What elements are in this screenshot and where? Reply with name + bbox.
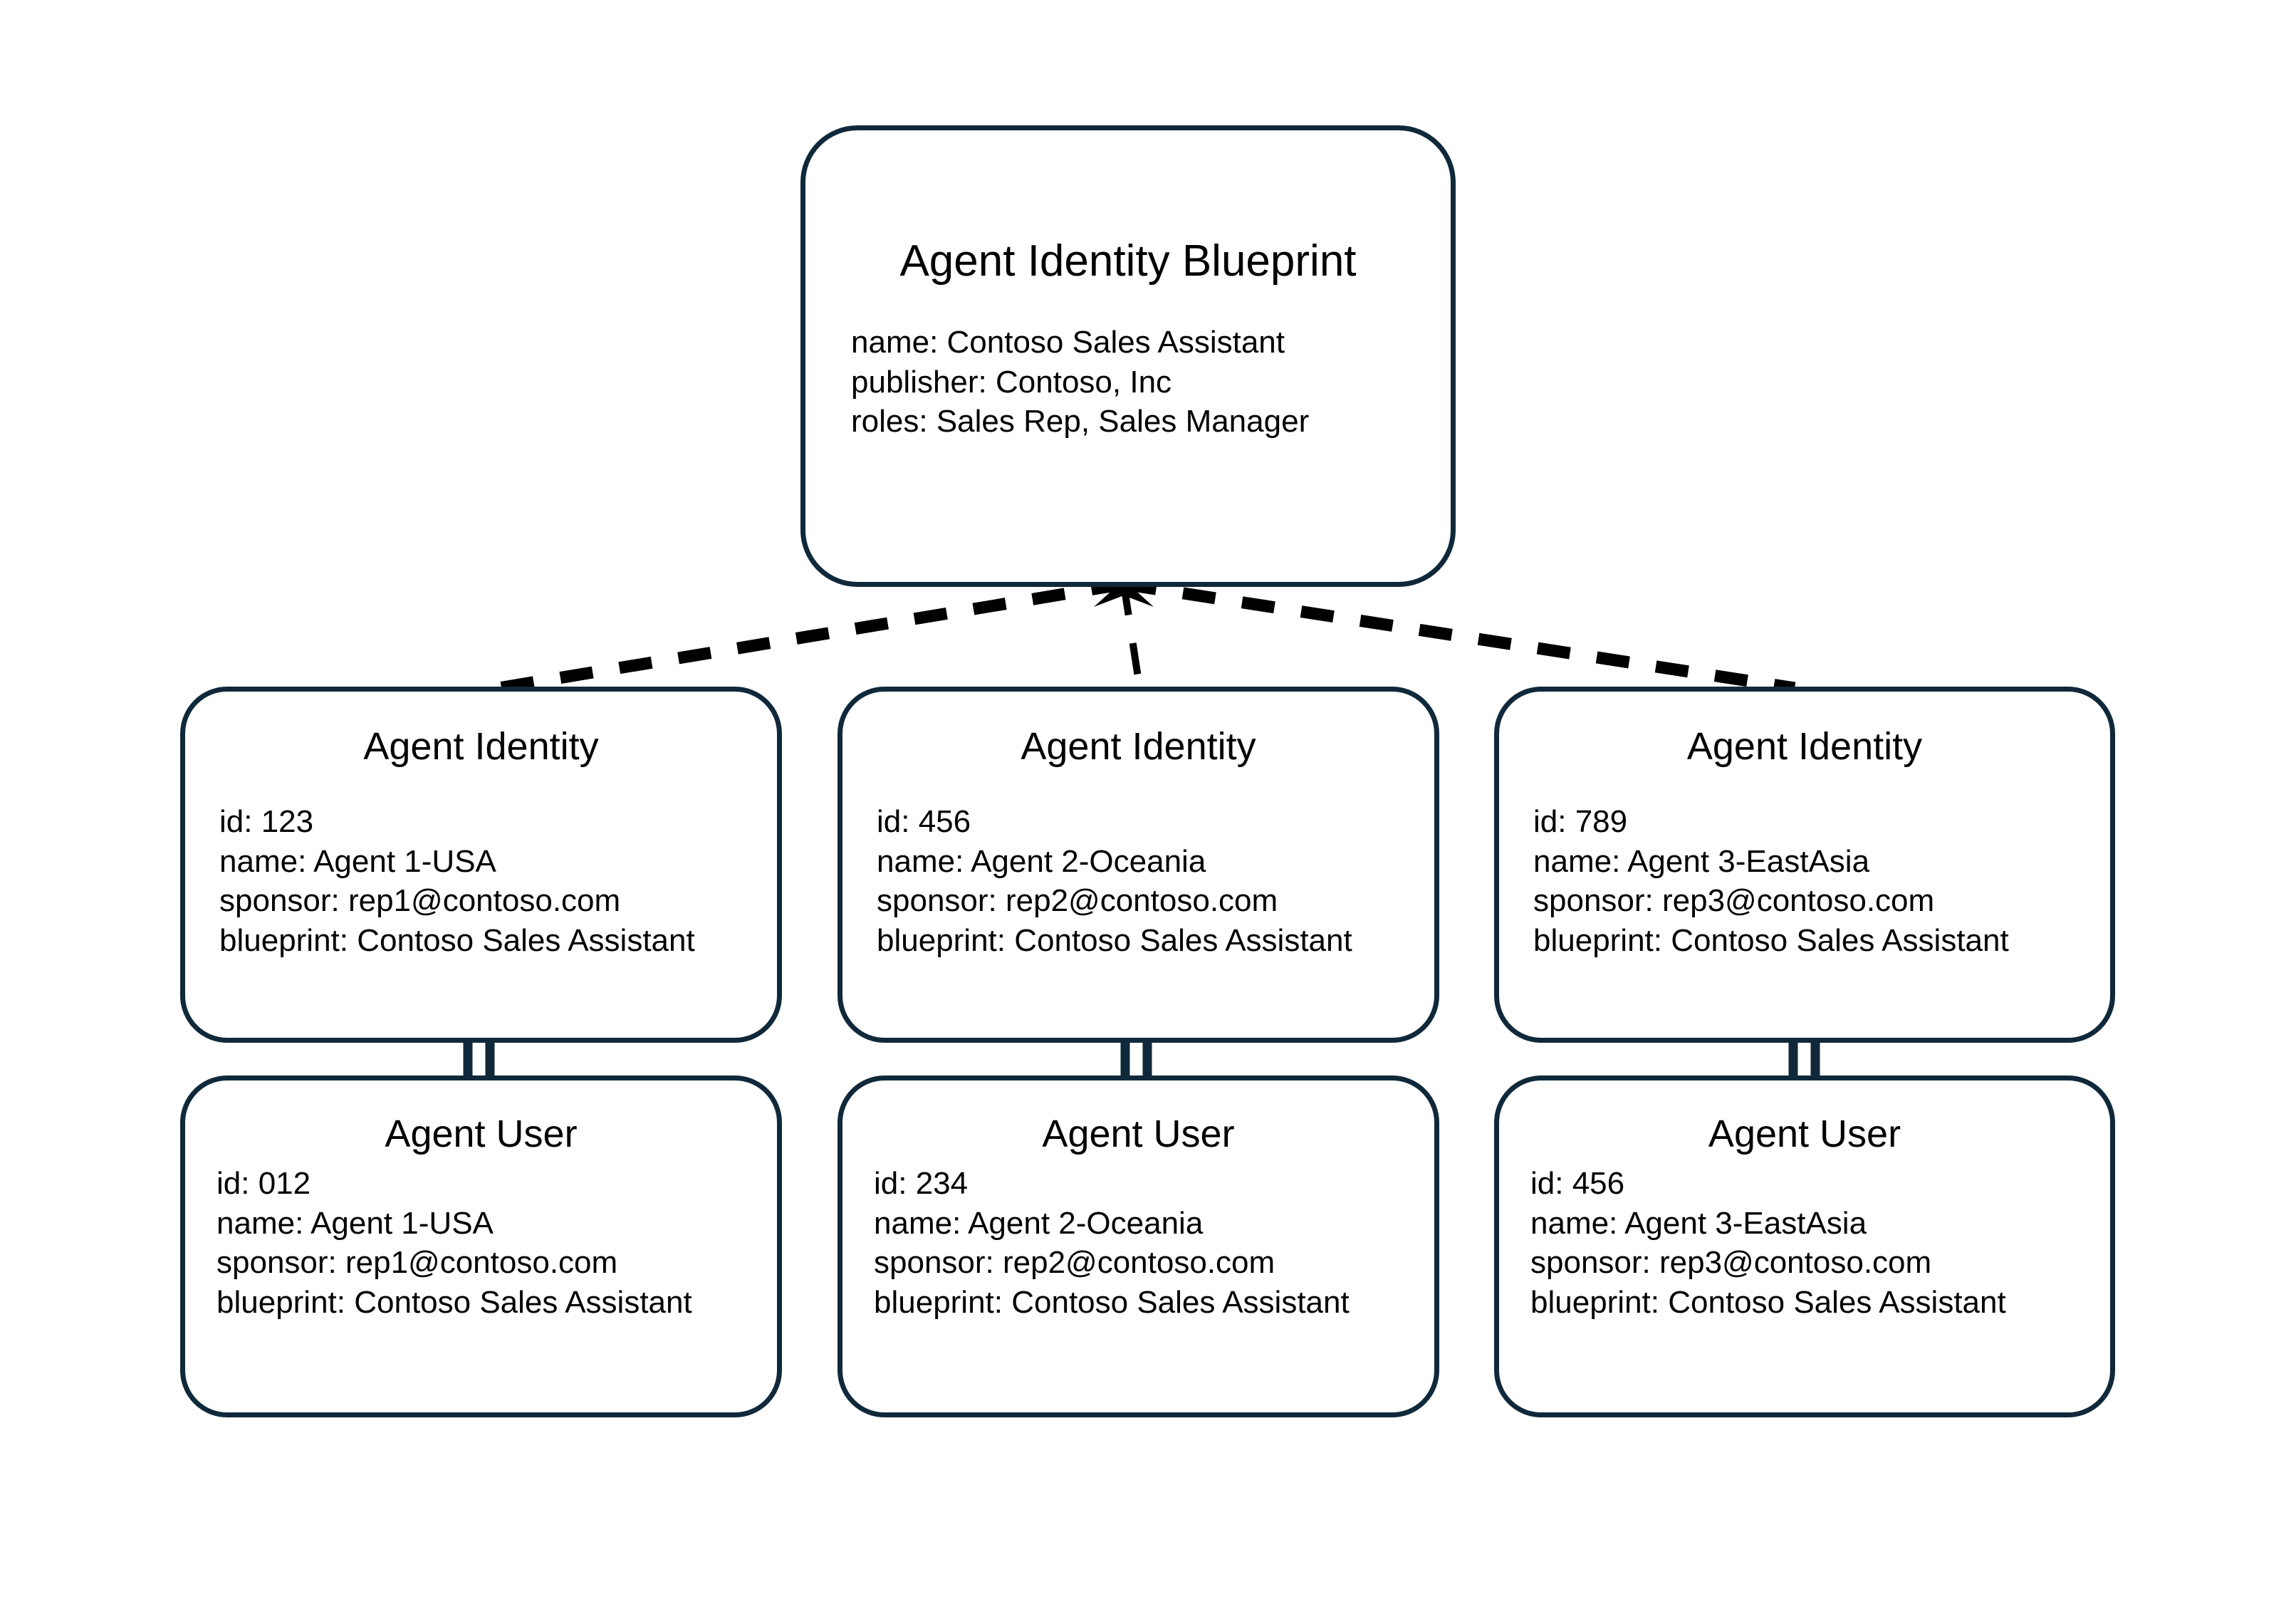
edge-identity-3-to-user-3	[1788, 1041, 1820, 1078]
node-agent-user-1[interactable]: Agent User id: 012 name: Agent 1-USA spo…	[180, 1076, 782, 1417]
field-blueprint: blueprint: Contoso Sales Assistant	[219, 922, 695, 958]
field-name: name: Agent 2-Oceania	[874, 1205, 1204, 1241]
field-sponsor: sponsor: rep2@contoso.com	[877, 883, 1278, 919]
field-name: name: Agent 3-EastAsia	[1533, 843, 1870, 879]
edge-identity-2-to-user-2	[1120, 1041, 1152, 1078]
field-blueprint: blueprint: Contoso Sales Assistant	[216, 1284, 692, 1320]
node-title: Agent Identity	[363, 725, 599, 768]
edge-blueprint-to-identity-3	[1122, 578, 1796, 694]
node-fields: id: 789 name: Agent 3-EastAsia sponsor: …	[1533, 802, 2110, 960]
field-id: id: 456	[877, 804, 971, 840]
node-fields: name: Contoso Sales Assistant publisher:…	[851, 323, 1451, 441]
node-fields: id: 234 name: Agent 2-Oceania sponsor: r…	[874, 1164, 1434, 1322]
field-sponsor: sponsor: rep2@contoso.com	[874, 1245, 1275, 1281]
field-name: name: Agent 3-EastAsia	[1530, 1205, 1867, 1241]
field-blueprint: blueprint: Contoso Sales Assistant	[1530, 1284, 2006, 1320]
field-roles: roles: Sales Rep, Sales Manager	[851, 404, 1310, 439]
node-title: Agent Identity	[1021, 725, 1256, 768]
node-fields: id: 123 name: Agent 1-USA sponsor: rep1@…	[219, 802, 777, 960]
field-name: name: Agent 2-Oceania	[877, 843, 1206, 879]
field-id: id: 789	[1533, 804, 1628, 840]
field-publisher: publisher: Contoso, Inc	[851, 364, 1172, 400]
field-id: id: 012	[216, 1166, 311, 1202]
field-id: id: 234	[874, 1166, 969, 1202]
field-id: id: 123	[219, 804, 314, 840]
node-fields: id: 012 name: Agent 1-USA sponsor: rep1@…	[216, 1164, 777, 1322]
edge-identity-1-to-user-1	[463, 1041, 495, 1078]
node-title: Agent User	[1708, 1113, 1901, 1155]
edge-blueprint-to-identity-2	[1120, 583, 1143, 687]
field-blueprint: blueprint: Contoso Sales Assistant	[1533, 922, 2009, 958]
node-agent-identity-3[interactable]: Agent Identity id: 789 name: Agent 3-Eas…	[1494, 687, 2115, 1043]
node-title: Agent User	[385, 1113, 578, 1155]
field-sponsor: sponsor: rep1@contoso.com	[219, 883, 621, 919]
node-agent-user-3[interactable]: Agent User id: 456 name: Agent 3-EastAsi…	[1494, 1076, 2115, 1417]
field-blueprint: blueprint: Contoso Sales Assistant	[877, 922, 1352, 958]
node-agent-identity-2[interactable]: Agent Identity id: 456 name: Agent 2-Oce…	[837, 687, 1439, 1043]
field-name: name: Agent 1-USA	[216, 1205, 494, 1241]
field-sponsor: sponsor: rep3@contoso.com	[1530, 1245, 1932, 1281]
node-title: Agent Identity	[1686, 725, 1923, 768]
node-agent-user-2[interactable]: Agent User id: 234 name: Agent 2-Oceania…	[837, 1076, 1439, 1417]
node-title: Agent User	[1042, 1113, 1235, 1155]
node-title: Agent Identity Blueprint	[899, 236, 1357, 286]
field-sponsor: sponsor: rep3@contoso.com	[1533, 883, 1935, 919]
node-fields: id: 456 name: Agent 2-Oceania sponsor: r…	[877, 802, 1434, 960]
node-fields: id: 456 name: Agent 3-EastAsia sponsor: …	[1530, 1164, 2110, 1322]
field-name: name: Contoso Sales Assistant	[851, 325, 1285, 360]
field-id: id: 456	[1530, 1166, 1625, 1202]
edge-blueprint-to-identity-1	[497, 578, 1125, 694]
node-agent-identity-blueprint[interactable]: Agent Identity Blueprint name: Contoso S…	[800, 125, 1456, 587]
field-sponsor: sponsor: rep1@contoso.com	[216, 1245, 618, 1281]
field-name: name: Agent 1-USA	[219, 843, 496, 879]
node-agent-identity-1[interactable]: Agent Identity id: 123 name: Agent 1-USA…	[180, 687, 782, 1043]
field-blueprint: blueprint: Contoso Sales Assistant	[874, 1284, 1350, 1320]
